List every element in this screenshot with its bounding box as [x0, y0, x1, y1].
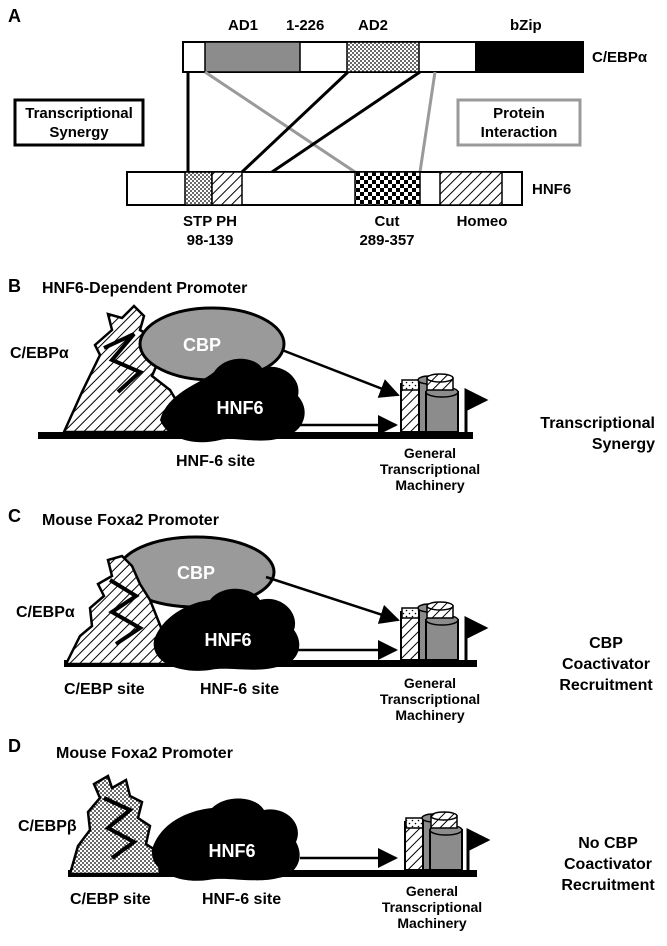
hnf6-blob — [153, 588, 300, 671]
transcription-start-arrow — [464, 388, 489, 432]
panel-c-outcome-line1: CBP — [589, 635, 623, 652]
panel-b-hnf6-label: HNF6 — [216, 398, 263, 418]
ph-domain — [211, 171, 243, 206]
panel-b-letter: B — [8, 276, 21, 296]
panel-d-title: Mouse Foxa2 Promoter — [56, 745, 233, 762]
panel-d-hnf6-label: HNF6 — [208, 841, 255, 861]
cebpa-zigzag-stroke — [103, 332, 144, 394]
panel-c: C Mouse Foxa2 Promoter CBP C/EBPα HNF6 C… — [8, 506, 653, 723]
bzip-label: bZip — [510, 17, 542, 34]
cebpb-factor-shape — [68, 774, 162, 876]
cut-range: 289-357 — [359, 232, 414, 249]
cbp-to-machinery-arrow — [281, 348, 400, 398]
bzip-domain — [475, 42, 583, 72]
hnf6-blob — [160, 358, 305, 443]
cebpa-zigzag-stroke — [108, 578, 144, 646]
ad2-label: AD2 — [358, 17, 388, 34]
synergy-legend-box — [13, 98, 145, 147]
panel-d-machinery-line3: Machinery — [397, 915, 466, 931]
stp-ph-range: 98-139 — [187, 232, 234, 249]
panel-b-machinery-line1: General — [404, 445, 456, 461]
cebpa-range-label: 1-226 — [286, 17, 324, 34]
panel-a: A AD1 1-226 AD2 bZip C/EBPα Transcriptio… — [8, 6, 648, 249]
panel-c-machinery-line2: Transcriptional — [380, 691, 480, 707]
general-machinery-shape — [400, 601, 459, 661]
panel-c-outcome-line2: Coactivator — [562, 656, 650, 673]
cebpa-name-label: C/EBPα — [592, 49, 648, 66]
panel-b-machinery-line3: Machinery — [395, 477, 464, 493]
hnf6-blob — [151, 798, 300, 881]
cebpa-protein-bar — [182, 41, 584, 73]
cut-label: Cut — [375, 213, 400, 230]
panel-c-hnf6-site-label: HNF-6 site — [200, 681, 279, 698]
stp-ph-label: STP PH — [183, 213, 237, 230]
panel-d: D Mouse Foxa2 Promoter C/EBPβ HNF6 C/EBP… — [8, 736, 655, 931]
interaction-lines — [204, 70, 437, 174]
homeo-domain — [439, 171, 503, 206]
ad1-label: AD1 — [228, 17, 258, 34]
cebpb-zigzag-stroke — [103, 796, 138, 860]
transcription-start-arrow — [464, 616, 489, 660]
panel-d-machinery-line2: Transcriptional — [382, 899, 482, 915]
panel-d-outcome-line2: Coactivator — [564, 856, 652, 873]
panel-c-factor-label: C/EBPα — [16, 604, 75, 621]
panel-b-factor-label: C/EBPα — [10, 345, 69, 362]
panel-c-machinery-line3: Machinery — [395, 707, 464, 723]
panel-d-cebp-site-label: C/EBP site — [70, 891, 151, 908]
interaction-legend-line1: Protein — [493, 105, 545, 122]
panel-d-outcome-line3: Recruitment — [561, 877, 655, 894]
panel-c-cebp-site-label: C/EBP site — [64, 681, 145, 698]
panel-c-letter: C — [8, 506, 21, 526]
cbp-to-machinery-arrow — [265, 575, 400, 624]
panel-d-machinery-line1: General — [406, 883, 458, 899]
panel-b-outcome-line2: Synergy — [592, 436, 655, 453]
panel-c-hnf6-label: HNF6 — [204, 630, 251, 650]
panel-d-hnf6-site-label: HNF-6 site — [202, 891, 281, 908]
general-machinery-shape — [400, 373, 459, 433]
panel-b-title: HNF6-Dependent Promoter — [42, 280, 247, 297]
ad2-domain — [346, 41, 420, 73]
stp-domain — [184, 171, 213, 206]
hnf6-name-label: HNF6 — [532, 181, 571, 198]
panel-b-cbp-label: CBP — [183, 335, 221, 355]
homeo-label: Homeo — [457, 213, 508, 230]
panel-b-site-label: HNF-6 site — [176, 453, 255, 470]
hnf6-protein-bar — [126, 171, 523, 206]
panel-c-title: Mouse Foxa2 Promoter — [42, 512, 219, 529]
panel-c-machinery-line1: General — [404, 675, 456, 691]
panel-d-letter: D — [8, 736, 21, 756]
panel-d-outcome-line1: No CBP — [578, 835, 638, 852]
panel-b-outcome-line1: Transcriptional — [540, 415, 655, 432]
ad1-domain — [204, 41, 301, 73]
interaction-legend-line2: Interaction — [481, 124, 558, 141]
synergy-legend-line2: Synergy — [49, 124, 109, 141]
panel-b: B HNF6-Dependent Promoter C/EBPα CBP HNF… — [8, 276, 655, 493]
cut-domain — [354, 171, 421, 206]
synergy-legend-line1: Transcriptional — [25, 105, 133, 122]
panel-c-cbp-label: CBP — [177, 563, 215, 583]
panel-d-factor-label: C/EBPβ — [18, 818, 77, 835]
transcription-start-arrow — [466, 828, 491, 870]
general-machinery-shape — [404, 811, 463, 871]
synergy-lines — [186, 70, 421, 174]
panel-c-outcome-line3: Recruitment — [559, 677, 653, 694]
panel-a-letter: A — [8, 6, 21, 26]
interaction-legend-box — [456, 98, 582, 147]
panel-b-machinery-line2: Transcriptional — [380, 461, 480, 477]
